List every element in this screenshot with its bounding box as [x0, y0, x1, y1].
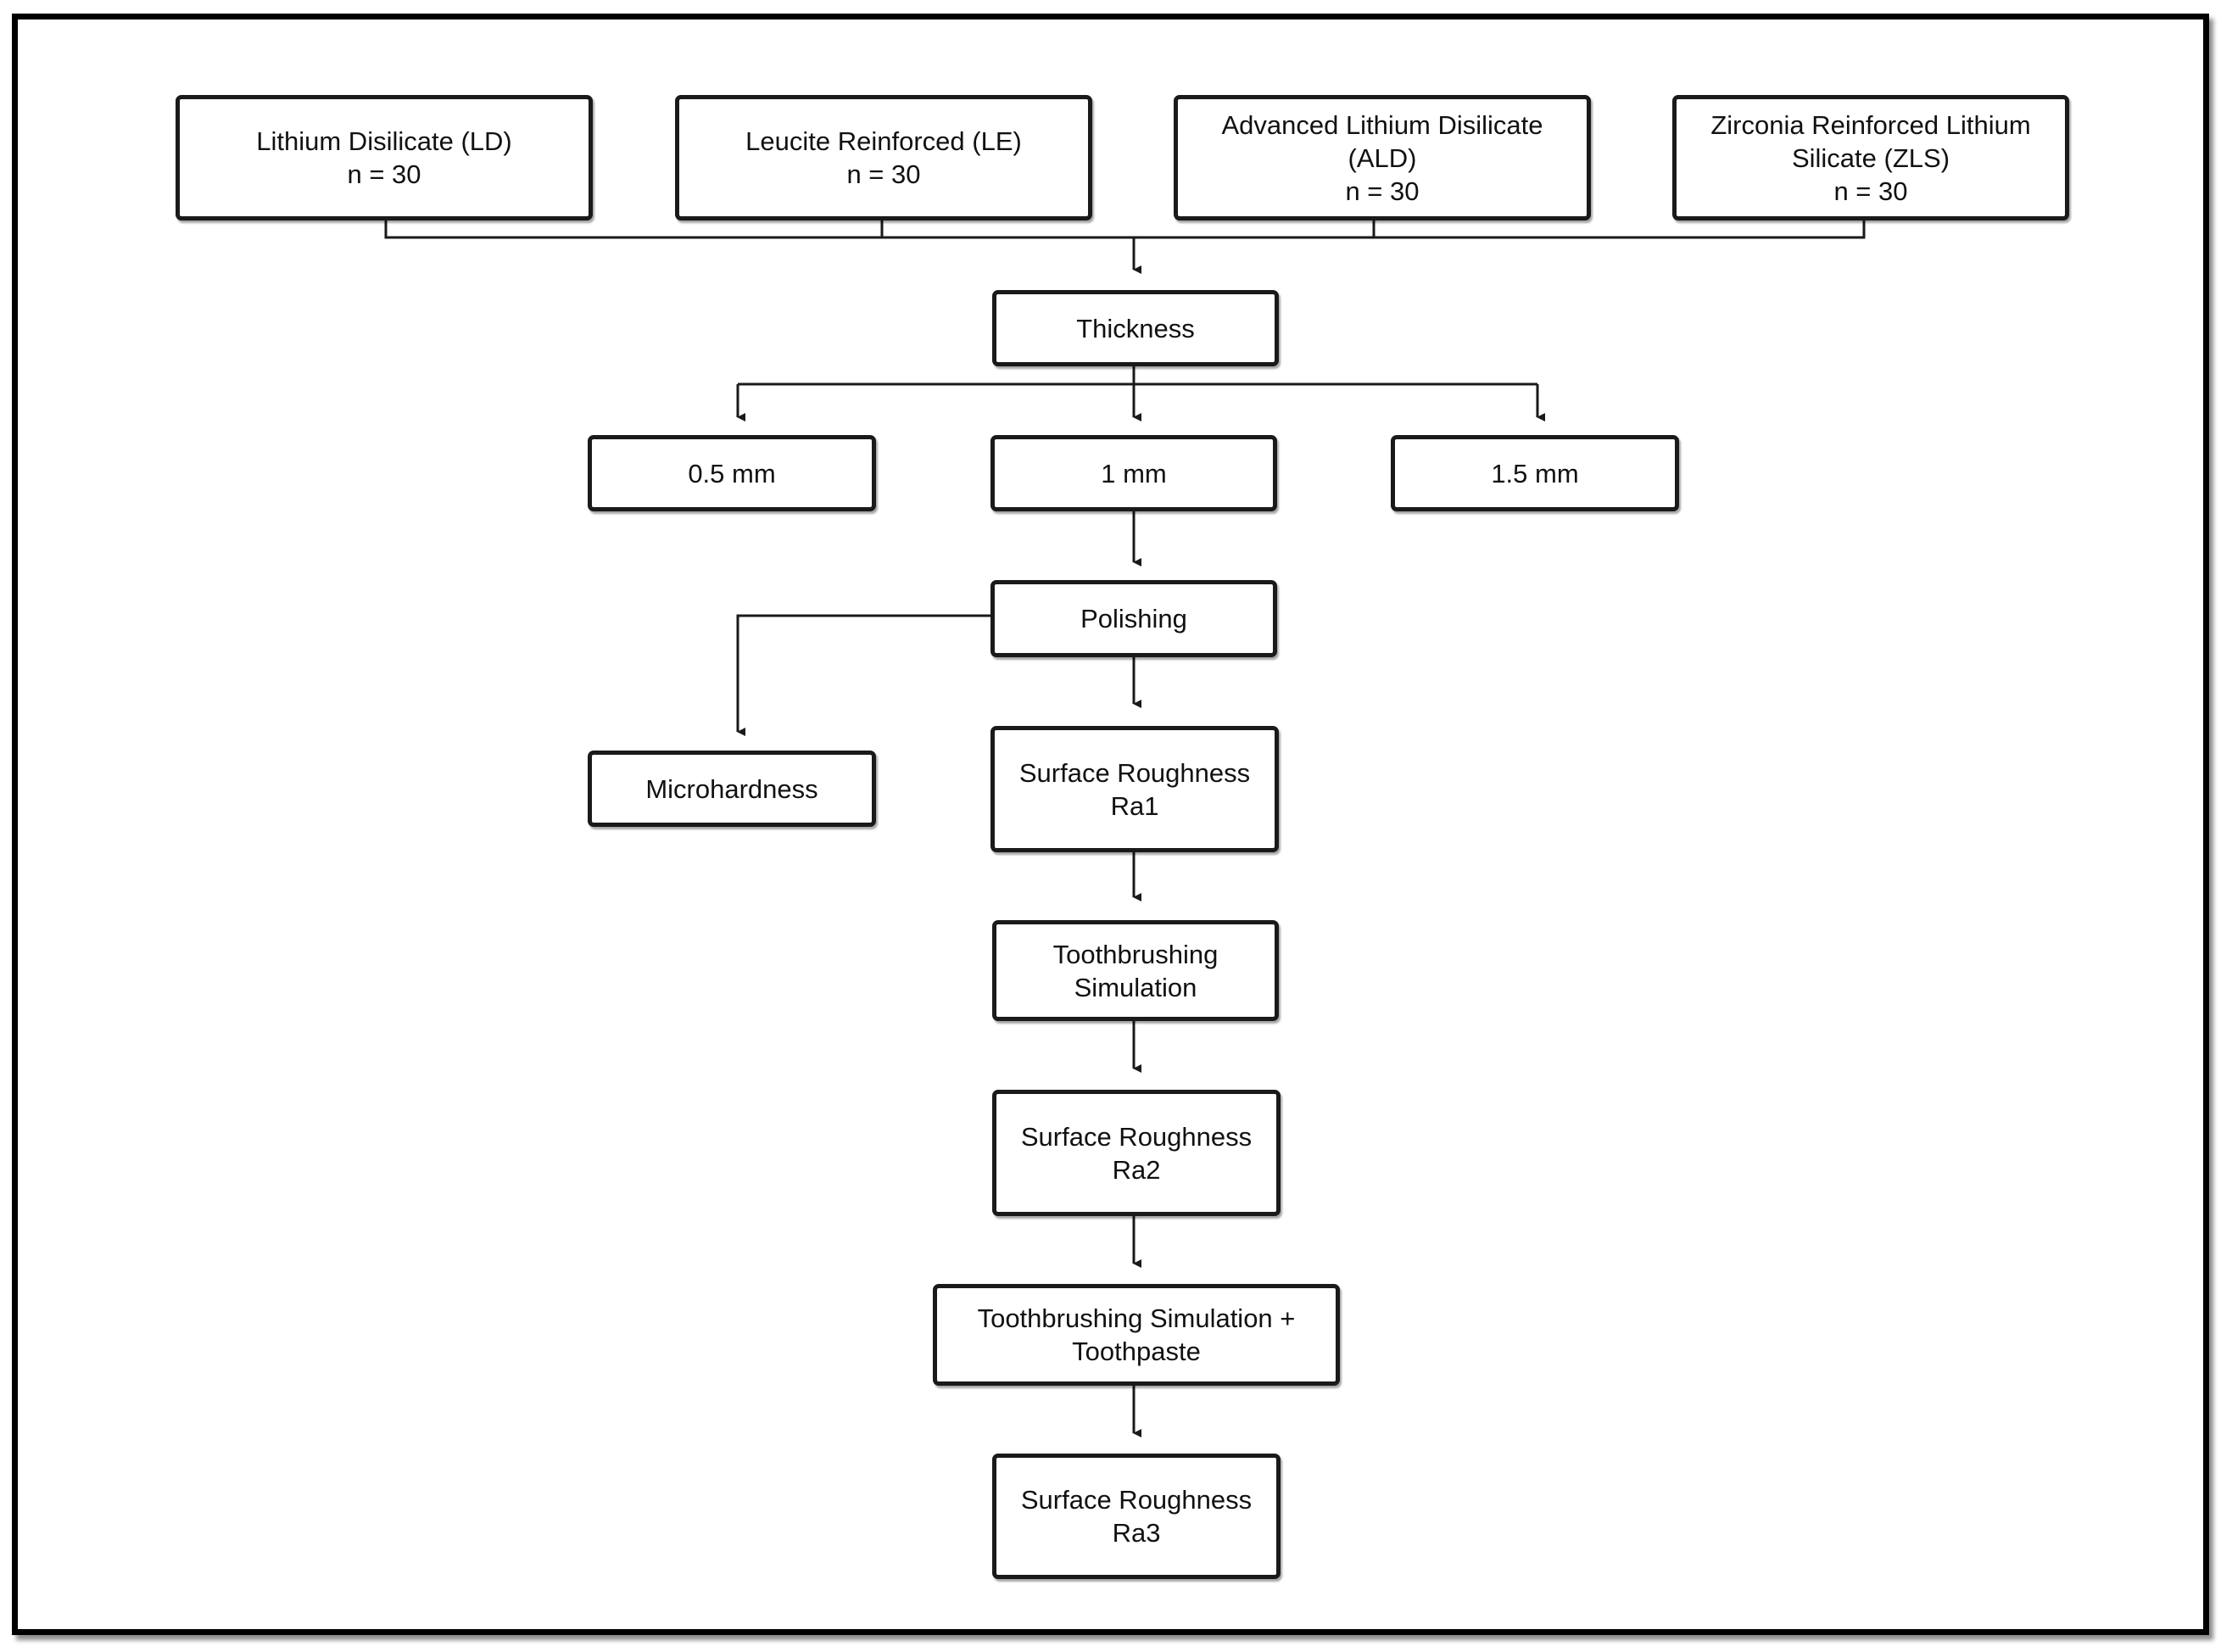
node-thickness-0-5mm: 0.5 mm	[588, 435, 876, 511]
node-advanced-lithium-disilicate: Advanced Lithium Disilicate (ALD) n = 30	[1174, 95, 1591, 220]
node-lithium-disilicate: Lithium Disilicate (LD) n = 30	[176, 95, 593, 220]
node-thickness-1-5mm: 1.5 mm	[1391, 435, 1679, 511]
node-surface-roughness-ra2: Surface Roughness Ra2	[992, 1090, 1281, 1216]
arrow-to-microhardness	[736, 614, 990, 736]
node-thickness-1mm: 1 mm	[990, 435, 1277, 511]
node-leucite-reinforced: Leucite Reinforced (LE) n = 30	[675, 95, 1092, 220]
node-toothbrushing-simulation-toothpaste: Toothbrushing Simulation + Toothpaste	[933, 1284, 1340, 1386]
connector-materials-bracket	[384, 219, 1866, 239]
node-polishing: Polishing	[990, 580, 1277, 657]
node-surface-roughness-ra1: Surface Roughness Ra1	[990, 726, 1279, 852]
node-toothbrushing-simulation: Toothbrushing Simulation	[992, 920, 1279, 1021]
node-surface-roughness-ra3: Surface Roughness Ra3	[992, 1454, 1281, 1579]
node-thickness: Thickness	[992, 290, 1279, 366]
node-microhardness: Microhardness	[588, 751, 876, 827]
node-zirconia-reinforced-lithium-silicate: Zirconia Reinforced Lithium Silicate (ZL…	[1672, 95, 2069, 220]
